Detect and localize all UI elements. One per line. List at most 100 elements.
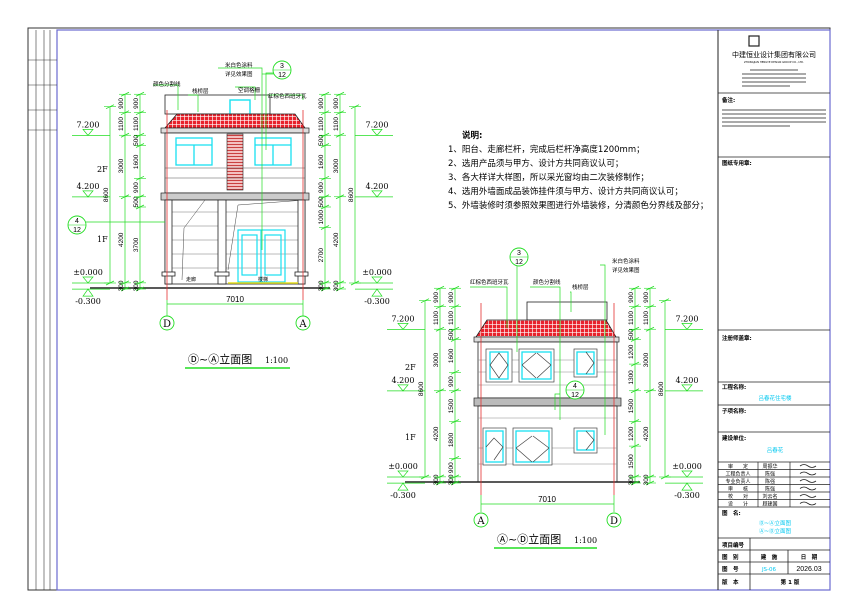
axis-bubble-d <box>159 315 175 331</box>
level-symbol <box>82 129 94 136</box>
signature <box>799 501 817 506</box>
dim-value: 1500 <box>448 399 455 414</box>
drawing-number: JS-06 <box>761 567 777 573</box>
floor-label-1f: 1F <box>97 235 108 244</box>
signoff-name: 顾建国 <box>762 500 777 507</box>
dim-value: 900 <box>433 292 440 303</box>
level-label: -0.300 <box>75 297 101 306</box>
label-ac-grille: 空调格栅 <box>238 86 261 94</box>
signoff-name: 陈强 <box>765 470 775 477</box>
dim-value: 8600 <box>658 381 665 396</box>
dim-value: 3700 <box>133 237 140 252</box>
signature <box>799 479 817 483</box>
label-stair: 楼梯 <box>258 276 268 283</box>
date-value: 2026.03 <box>796 566 821 573</box>
dim-value: 500 <box>318 135 325 146</box>
axis-bubble-a <box>473 512 489 528</box>
dim-value: 1600 <box>133 154 140 169</box>
company-logo <box>748 35 760 47</box>
label-color-line: 颜色分割线 <box>153 80 181 88</box>
level-symbol <box>681 323 693 330</box>
label-parapet: 栈桥层 <box>192 87 209 95</box>
level-symbol <box>397 482 409 491</box>
axis-bubble-a <box>295 315 311 331</box>
dimension-chains: 3003700500900160050011009003004200300011… <box>103 91 361 292</box>
dim-value: 8600 <box>103 187 110 202</box>
level-symbol <box>371 276 383 284</box>
dim-value: 900 <box>643 292 650 303</box>
label-see-render: 详见效果图 <box>612 266 640 274</box>
dim-value: 8600 <box>348 187 355 202</box>
dim-value: 300 <box>628 474 635 485</box>
dim-value: 500 <box>133 135 140 146</box>
callout-num: 4 <box>573 383 577 390</box>
note-item: 4、选用外墙面成品装饰挂件须与甲方、设计方共同商议认可； <box>448 186 683 197</box>
level-label: ±0.000 <box>388 462 418 471</box>
level-symbol <box>82 190 94 198</box>
fine-print <box>722 69 826 127</box>
title-scale: 1:100 <box>265 356 288 365</box>
axis-label: A <box>298 319 307 330</box>
elevation-a-d: 7010 A D 红棕色西班牙瓦 颜色分割线 栈桥层 米白色涂料 详见效果图 3… <box>387 247 703 549</box>
level-label: 7.200 <box>676 314 699 323</box>
level-label: 4.200 <box>392 376 415 385</box>
subitem-label: 子项名称: <box>722 407 746 415</box>
callout-sheet: 12 <box>571 392 579 399</box>
number-label: 图 号 <box>722 565 739 573</box>
dim-value: 300 <box>118 280 125 291</box>
dim-value: 1500 <box>628 454 635 469</box>
level-symbol <box>397 470 409 478</box>
signoff-name: 刘云名 <box>762 493 777 500</box>
signoff-role: 设 计 <box>728 500 748 507</box>
dim-value: 500 <box>448 329 455 340</box>
dim-value: 1300 <box>628 370 635 385</box>
label-parapet: 栈桥层 <box>572 283 589 291</box>
level-symbol <box>681 470 693 478</box>
width-dim: 7010 <box>226 295 244 304</box>
dim-value: 1100 <box>133 117 140 131</box>
floor-label-2f: 2F <box>405 363 416 372</box>
callout-num: 3 <box>517 250 521 257</box>
note-item: 2、选用产品须与甲方、设计方共同商议认可； <box>448 158 623 169</box>
level-symbol <box>397 323 409 330</box>
elevation-d-a: 走廊 楼梯 7010 D A 颜色分割线 栈桥层 米白色涂料 详见效果图 空调格… <box>67 60 393 369</box>
dim-value: 4200 <box>333 232 340 247</box>
outer-frame <box>27 27 831 591</box>
signoff-name: 周振华 <box>762 463 777 470</box>
dim-value: 900 <box>448 292 455 303</box>
title-text: Ⓐ~Ⓓ立面图 <box>497 532 561 546</box>
window <box>573 348 598 378</box>
title-scale: 1:100 <box>574 536 597 545</box>
registrar-label: 注册师盖章: <box>722 334 752 342</box>
floor-cornice <box>473 397 622 407</box>
client-label: 建设单位: <box>722 434 746 442</box>
drawing-title-a-d: Ⓐ~Ⓓ立面图 1:100 <box>494 532 597 549</box>
dim-value: 300 <box>318 280 325 291</box>
window <box>512 427 553 466</box>
callout-sheet: 12 <box>515 259 523 266</box>
level-label: -0.300 <box>390 491 416 500</box>
category-value: 建 施 <box>761 553 778 561</box>
dim-value: 1100 <box>333 117 340 131</box>
drawing-title-d-a: Ⓓ~Ⓐ立面图 1:100 <box>185 352 290 369</box>
label-roof-tile: 红棕色西班牙瓦 <box>470 278 509 286</box>
floor-cornice <box>160 192 310 201</box>
dim-value: 1600 <box>448 348 455 363</box>
signoff-name: 陈强 <box>765 478 775 485</box>
signoff-name: 陈强 <box>765 485 775 492</box>
dim-value: 1500 <box>628 399 635 414</box>
dim-value: 300 <box>433 474 440 485</box>
window <box>175 137 213 166</box>
dim-value: 2700 <box>318 248 325 263</box>
parapet <box>526 301 608 321</box>
eave <box>473 336 620 343</box>
dimension-chains: 3009001800150090016005001100900300420030… <box>418 285 671 486</box>
label-roof-tile: 红棕色西班牙瓦 <box>268 92 307 100</box>
window <box>482 427 507 466</box>
dim-value: 900 <box>118 98 125 109</box>
dim-value: 1200 <box>628 344 635 359</box>
version-label: 版 本 <box>721 578 739 586</box>
dim-value: 900 <box>448 376 455 387</box>
dim-value: 300 <box>133 280 140 291</box>
signoff-role: 工程负责人 <box>725 470 750 477</box>
